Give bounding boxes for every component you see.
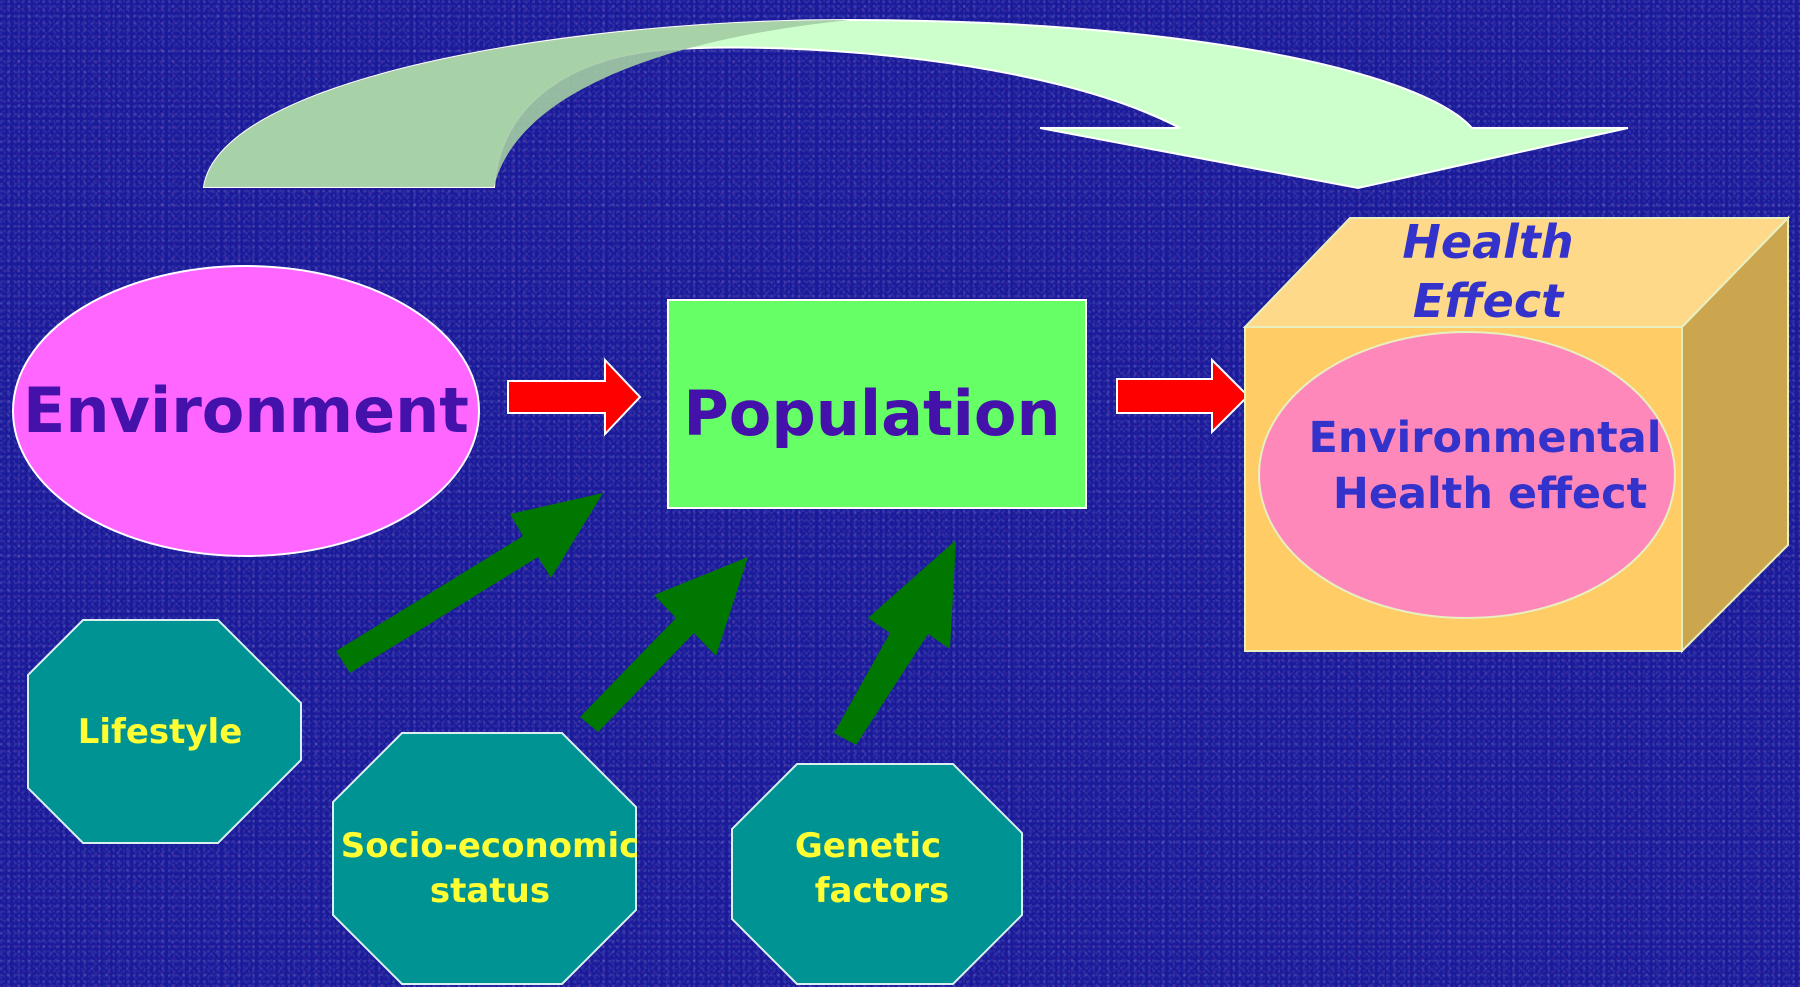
green-arrow-socio — [580, 557, 748, 732]
socio-line1: Socio-economic — [341, 826, 640, 866]
red-arrow-population-to-health — [1116, 357, 1250, 435]
genetic-line1: Genetic — [795, 826, 941, 866]
green-arrow-lifestyle — [336, 493, 603, 673]
genetic-factors-node: Genetic factors — [731, 763, 1023, 985]
socio-economic-node: Socio-economic status — [332, 732, 640, 985]
environmental-health-effect-ellipse — [1258, 331, 1676, 619]
env-health-line1: Environmental — [1308, 413, 1661, 463]
population-node: Population — [667, 299, 1087, 509]
env-health-line2: Health effect — [1333, 469, 1647, 519]
health-effect-title-line2: Effect — [1413, 274, 1565, 328]
lifestyle-node: Lifestyle — [27, 619, 302, 844]
green-arrow-genetic — [834, 540, 956, 745]
genetic-line2: factors — [815, 871, 950, 911]
curved-arrow-environment-to-health — [202, 18, 1629, 190]
health-effect-box: Health Effect Environmental Health effec… — [1242, 215, 1791, 654]
environment-label: Environment — [23, 374, 469, 447]
lifestyle-label: Lifestyle — [78, 712, 243, 752]
red-arrow-environment-to-population — [507, 357, 642, 437]
environment-node: Environment — [12, 265, 480, 557]
population-label: Population — [683, 377, 1060, 450]
health-effect-title-line1: Health — [1402, 215, 1573, 269]
socio-line2: status — [430, 871, 550, 911]
